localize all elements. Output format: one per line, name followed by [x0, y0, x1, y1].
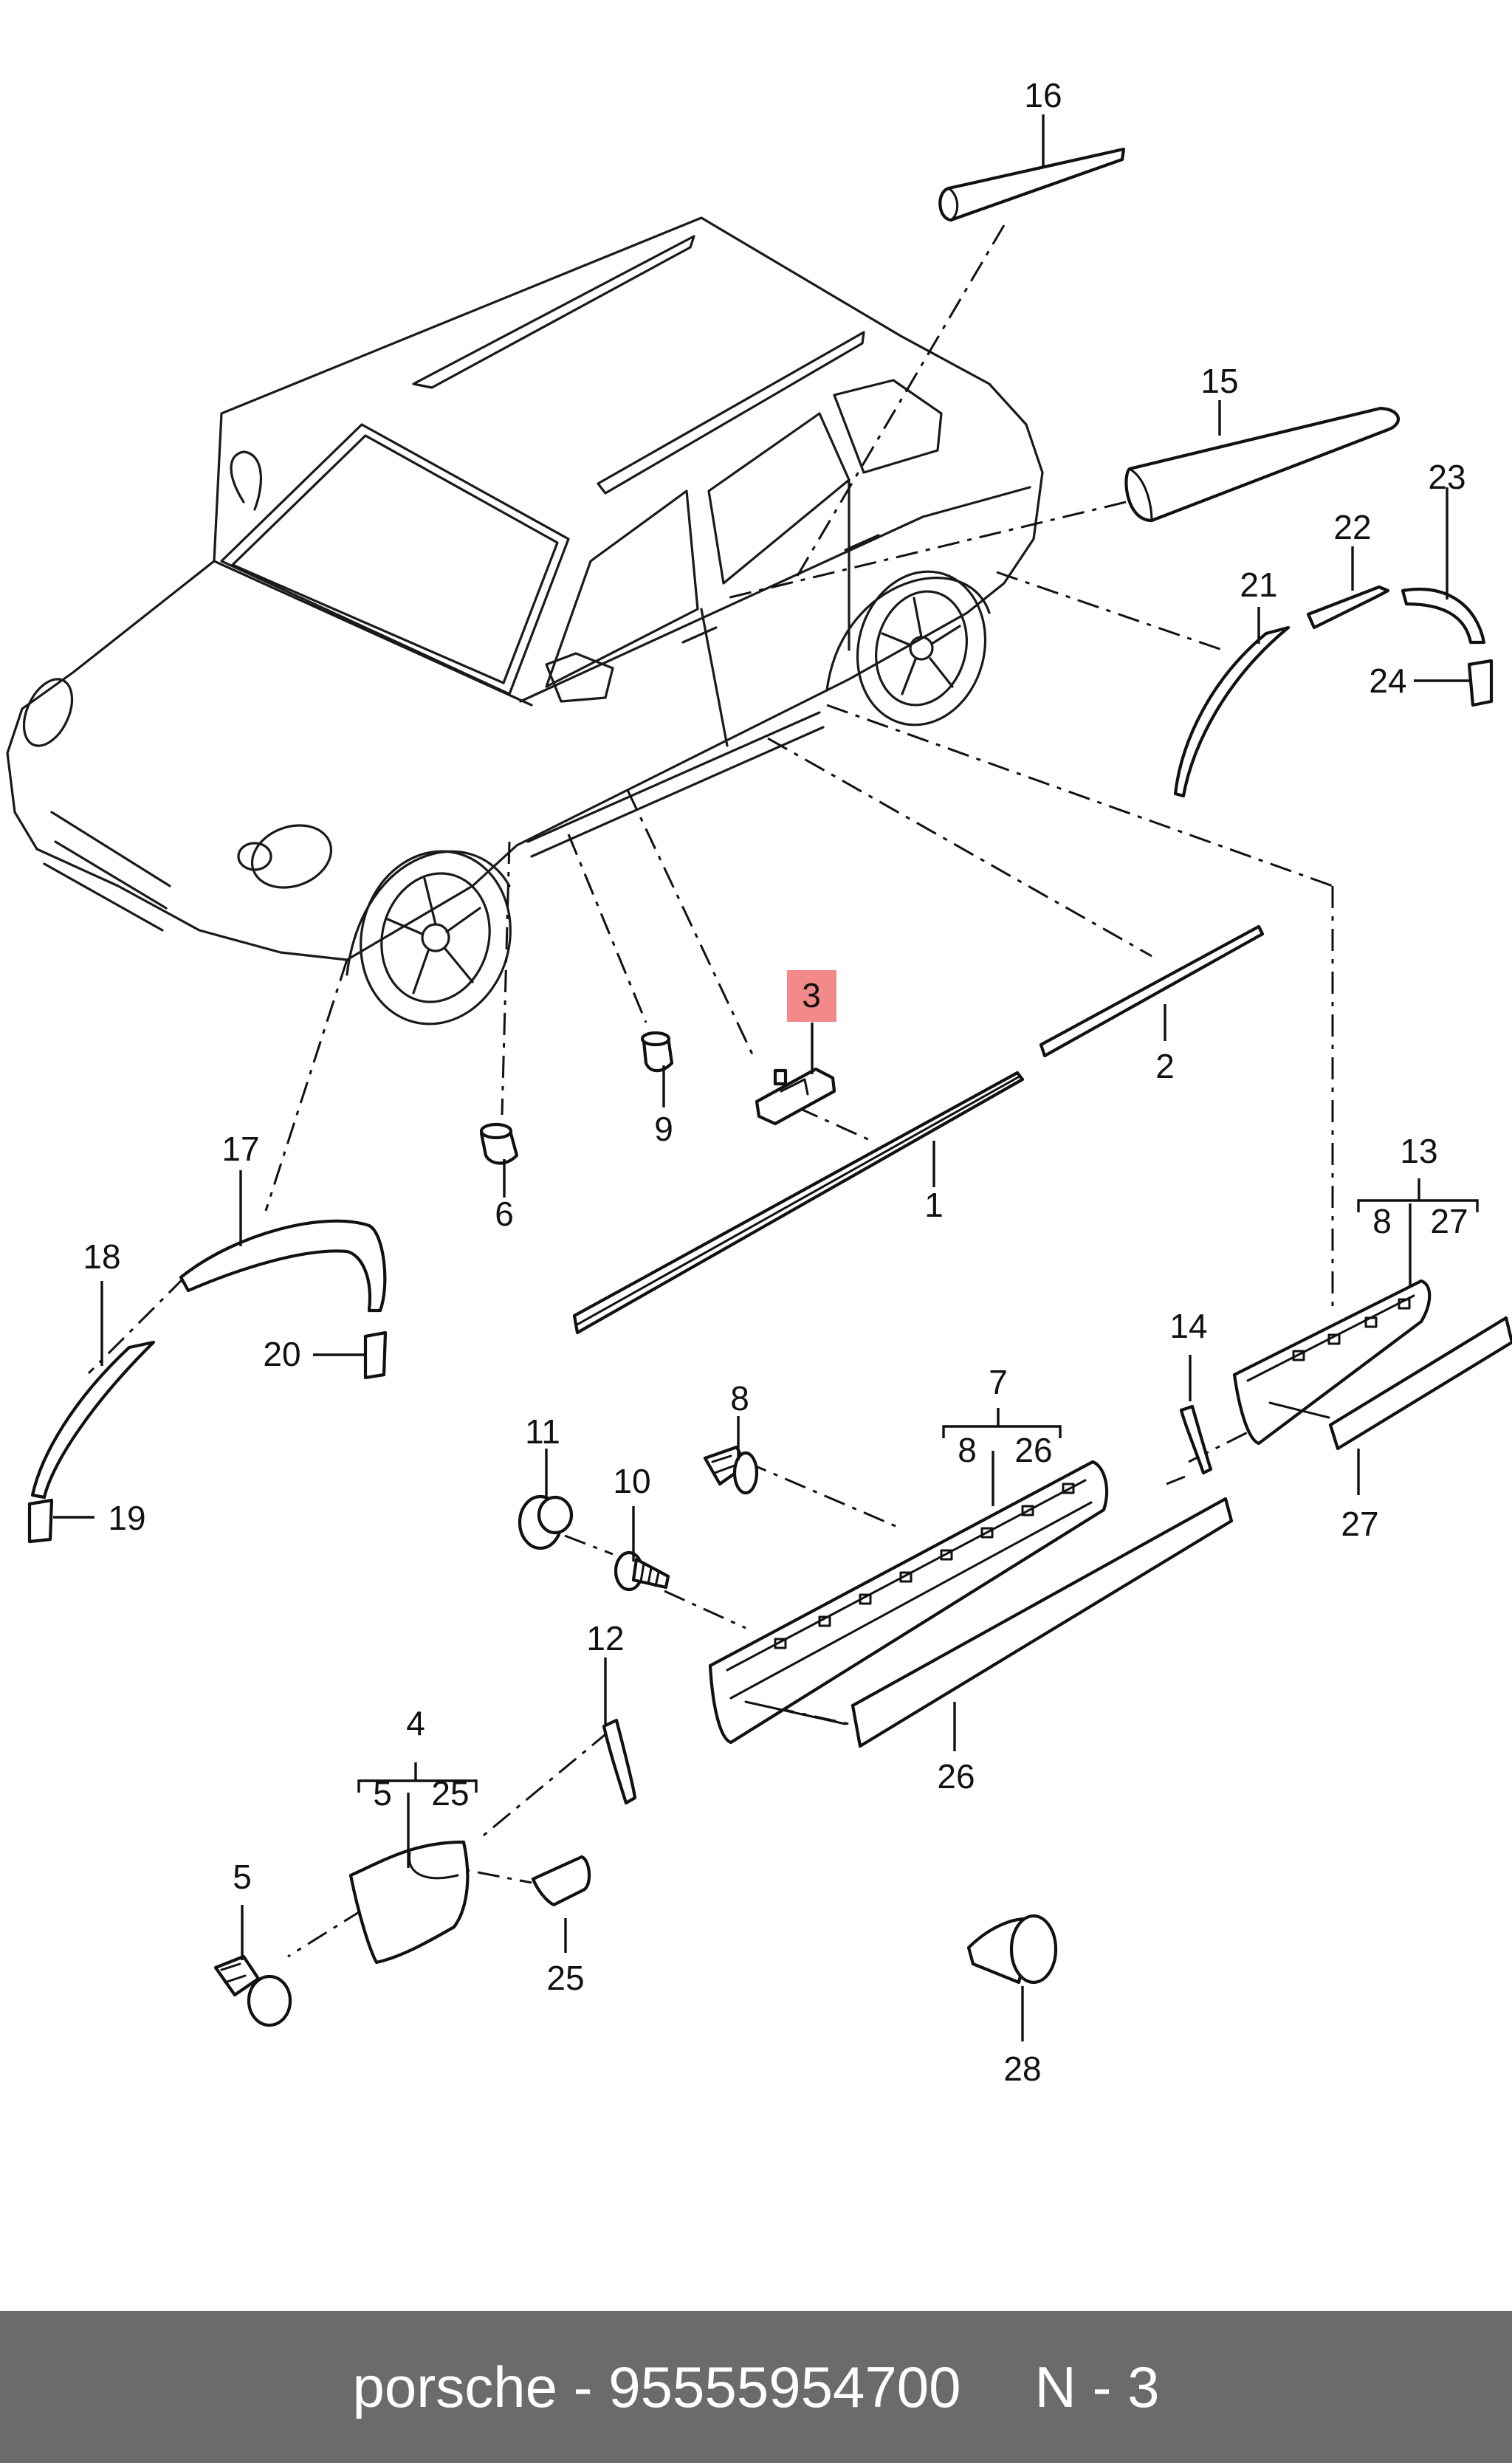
label-13-sub-27: 27 [1430, 1202, 1468, 1240]
part-18-wheel-arch [30, 1340, 156, 1500]
part-6-grommet [479, 1122, 519, 1165]
part-7-door-panel [708, 1460, 1108, 1745]
label-16: 16 [1024, 76, 1062, 114]
label-4: 4 [406, 1704, 425, 1742]
label-9: 9 [654, 1110, 673, 1148]
part-25-protective-film [531, 1855, 591, 1907]
label-18: 18 [83, 1237, 120, 1276]
label-1: 1 [924, 1186, 944, 1224]
part-17-wheel-arch [179, 1219, 387, 1313]
part-27-protective-film [1328, 1316, 1512, 1451]
part-2-door-strip [1039, 924, 1265, 1058]
part-7-clip-holes [774, 1483, 1075, 1649]
footer-bar: porsche - 95555954700 N - 3 [0, 2311, 1512, 2463]
part-14-end-cap [1179, 1404, 1213, 1475]
label-10: 10 [613, 1462, 650, 1500]
label-14: 14 [1169, 1307, 1207, 1345]
label-5: 5 [233, 1858, 252, 1896]
label-20: 20 [263, 1335, 300, 1373]
part-28-tape-roll [966, 1914, 1058, 1985]
label-24: 24 [1369, 662, 1406, 700]
label-8: 8 [730, 1379, 749, 1418]
label-15: 15 [1200, 362, 1238, 400]
part-5-clip [213, 1954, 292, 2027]
label-4-sub-25: 25 [431, 1774, 469, 1813]
parts-diagram: 1 2 3 4 5 25 5 6 7 8 26 8 9 10 11 12 13 … [6, 76, 1512, 2088]
part-10-screw [614, 1550, 670, 1592]
label-27: 27 [1341, 1505, 1378, 1543]
label-3: 3 [802, 976, 821, 1014]
part-13-clip-holes [1292, 1298, 1411, 1361]
label-21: 21 [1240, 566, 1277, 604]
footer-page-ref: N - 3 [1034, 2354, 1160, 2419]
label-13: 13 [1400, 1132, 1437, 1170]
label-23: 23 [1428, 458, 1465, 496]
footer-separator: - [573, 2354, 593, 2419]
part-12-end-cap [602, 1718, 637, 1805]
highlight-box-part-3 [787, 970, 836, 1022]
footer-brand: porsche [352, 2354, 557, 2419]
label-7: 7 [989, 1363, 1008, 1401]
label-11: 11 [525, 1412, 560, 1451]
label-26: 26 [937, 1757, 975, 1796]
label-17: 17 [221, 1130, 259, 1168]
part-4-trim-piece [348, 1840, 470, 1965]
part-8-clip [703, 1445, 759, 1495]
part-11-grommet [518, 1494, 574, 1550]
label-12: 12 [586, 1619, 624, 1658]
part-21-arch-trim [1173, 625, 1291, 798]
part-13-door-panel [1232, 1279, 1432, 1446]
part-1-door-strip [572, 1071, 1025, 1335]
label-22: 22 [1333, 508, 1371, 546]
part-16-trim-strip [938, 147, 1126, 222]
label-7-sub-8: 8 [958, 1431, 977, 1469]
car-illustration [6, 216, 1044, 1026]
part-15-trim-strip [1124, 406, 1400, 523]
footer-part-number: 95555954700 [608, 2354, 961, 2419]
label-6: 6 [495, 1195, 514, 1233]
part-20-end-cap [363, 1330, 388, 1380]
part-3-clip [755, 1067, 836, 1126]
callout-numbers: 1 2 3 4 5 25 5 6 7 8 26 8 9 10 11 12 13 … [83, 76, 1468, 2088]
part-9-grommet [640, 1031, 674, 1073]
part-22-arch-trim [1306, 585, 1390, 630]
label-25: 25 [546, 1959, 584, 1997]
part-26-protective-film [850, 1497, 1234, 1748]
label-19: 19 [108, 1499, 145, 1537]
callout-leaders [53, 114, 1479, 2041]
part-24-end-cap [1467, 659, 1494, 707]
label-4-sub-5: 5 [373, 1774, 392, 1813]
label-2: 2 [1155, 1047, 1175, 1085]
label-28: 28 [1003, 2050, 1041, 2088]
part-19-end-cap [27, 1498, 54, 1544]
label-7-sub-26: 26 [1014, 1431, 1052, 1469]
part-23-arch-trim [1401, 588, 1486, 645]
label-13-sub-8: 8 [1372, 1202, 1392, 1240]
